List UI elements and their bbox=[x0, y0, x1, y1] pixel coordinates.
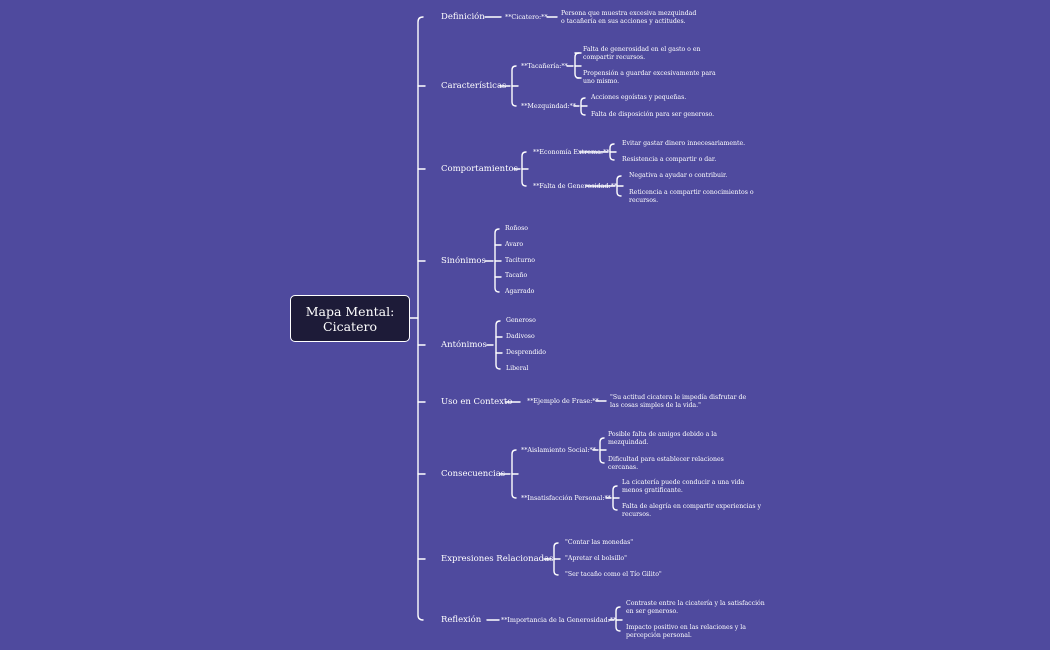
sub-insatisfaccion[interactable]: **Insatisfacción Personal:** bbox=[521, 494, 611, 502]
root-title-line-2: Cicatero bbox=[323, 318, 377, 334]
branch-caracteristicas[interactable]: Características bbox=[441, 81, 507, 91]
leaf-reflexion-1: Contraste entre la cicatería y la satisf… bbox=[626, 600, 765, 615]
sub-mezquindad[interactable]: **Mezquindad:** bbox=[521, 102, 576, 110]
expresion-item: "Apretar el bolsillo" bbox=[565, 555, 627, 562]
branch-expresiones[interactable]: Expresiones Relacionadas bbox=[441, 554, 554, 564]
leaf-mezquindad-1: Acciones egoístas y pequeñas. bbox=[591, 94, 687, 101]
branch-uso-en-contexto[interactable]: Uso en Contexto bbox=[441, 397, 513, 407]
sub-ejemplo-frase[interactable]: **Ejemplo de Frase:** bbox=[527, 397, 599, 405]
sub-economia-extrema[interactable]: **Economía Extrema:** bbox=[533, 148, 610, 156]
antonimo-item: Generoso bbox=[506, 317, 536, 324]
leaf-falta-gen-1: Negativa a ayudar o contribuir. bbox=[629, 172, 728, 179]
trunk-bracket bbox=[417, 16, 424, 621]
expresion-item: "Contar las monedas" bbox=[565, 539, 634, 546]
leaf-insatisfaccion-2: Falta de alegría en compartir experienci… bbox=[622, 503, 761, 518]
branch-reflexion[interactable]: Reflexión bbox=[441, 615, 482, 625]
antonimo-item: Desprendido bbox=[506, 349, 546, 356]
sinonimo-item: Taciturno bbox=[505, 257, 535, 264]
leaf-ejemplo: "Su actitud cicatera le impedía disfruta… bbox=[610, 394, 747, 409]
branch-definicion[interactable]: Definición bbox=[441, 12, 485, 22]
root-title-line-1: Mapa Mental: bbox=[305, 303, 395, 319]
sinonimo-item: Agarrado bbox=[505, 288, 535, 295]
branch-consecuencias[interactable]: Consecuencias bbox=[441, 469, 506, 479]
expresion-item: "Ser tacaño como el Tío Gilito" bbox=[565, 571, 662, 578]
sub-importancia-generosidad[interactable]: **Importancia de la Generosidad:** bbox=[501, 616, 617, 624]
antonimos-bracket bbox=[495, 320, 501, 370]
leaf-economia-1: Evitar gastar dinero innecesariamente. bbox=[622, 140, 746, 147]
root-node[interactable]: Mapa Mental: Cicatero bbox=[290, 295, 410, 342]
sinonimo-item: Roñoso bbox=[505, 225, 528, 232]
antonimo-item: Liberal bbox=[506, 365, 529, 372]
sinonimo-item: Avaro bbox=[505, 241, 524, 248]
leaf-economia-2: Resistencia a compartir o dar. bbox=[622, 156, 717, 163]
sinonimo-item: Tacaño bbox=[505, 272, 528, 279]
branch-sinonimos[interactable]: Sinónimos bbox=[441, 256, 486, 266]
importancia-bracket bbox=[615, 606, 621, 632]
leaf-mezquindad-2: Falta de disposición para ser generoso. bbox=[591, 111, 715, 118]
sub-cicatero[interactable]: **Cicatero:** bbox=[505, 13, 548, 21]
branch-comportamientos[interactable]: Comportamientos bbox=[441, 164, 518, 174]
sub-tacaneria[interactable]: **Tacañería:** bbox=[521, 62, 568, 70]
antonimo-item: Dadivoso bbox=[506, 333, 535, 340]
branch-antonimos[interactable]: Antónimos bbox=[441, 340, 487, 350]
sub-falta-generosidad[interactable]: **Falta de Generosidad:** bbox=[533, 182, 618, 190]
sub-aislamiento-social[interactable]: **Aislamiento Social:** bbox=[521, 446, 596, 454]
